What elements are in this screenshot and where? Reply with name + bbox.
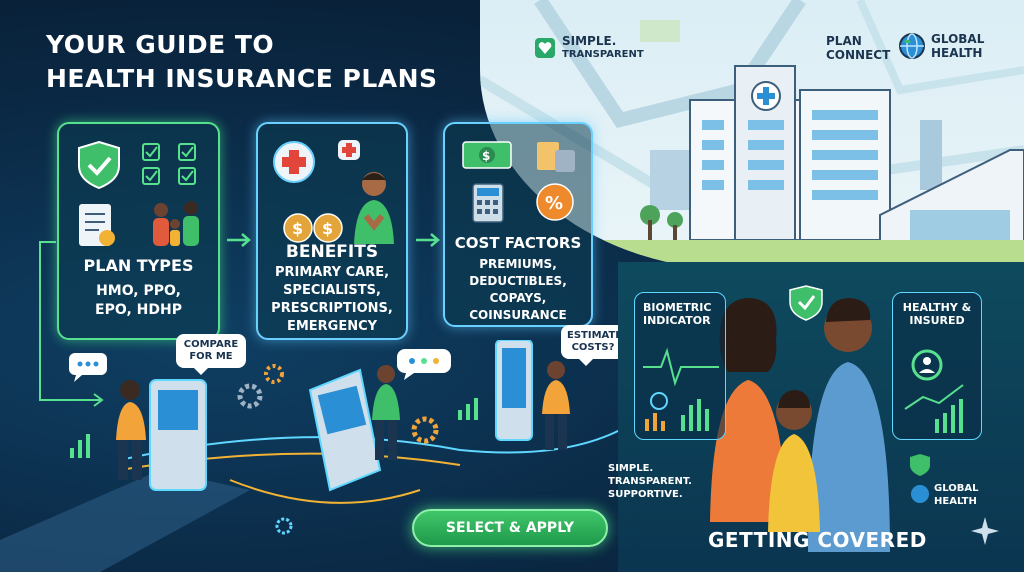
biometric-line-2: INDICATOR — [643, 314, 711, 327]
simple-brand-line-1: SIMPLE. — [562, 34, 617, 48]
svg-text:$: $ — [322, 219, 333, 238]
compare-line-1: COMPARE — [183, 339, 239, 350]
benefits-card: $ $ BENEFITS PRIMARY CARE, SPECIALISTS, … — [256, 122, 408, 340]
healthy-line-1: HEALTHY & — [902, 301, 972, 314]
footer-brand-line-1: GLOBAL — [934, 483, 979, 494]
simple-brand-line-2: TRANSPARENT — [562, 49, 644, 60]
tagline-line-2: TRANSPARENT. — [608, 476, 692, 487]
cost-factors-icon: $ % — [462, 141, 575, 223]
sparkle-icon — [971, 517, 999, 545]
benefits-line-1: PRIMARY CARE, — [274, 265, 390, 280]
tagline-line-3: SUPPORTIVE. — [608, 489, 683, 500]
flow-arrow-icon — [416, 233, 440, 247]
global-health-brand: GLOBAL HEALTH — [898, 32, 984, 60]
biometric-label: BIOMETRIC INDICATOR — [643, 301, 711, 327]
title-line-1: YOUR GUIDE TO — [46, 30, 275, 59]
healthy-line-2: INSURED — [909, 314, 965, 327]
benefits-line-2: SPECIALISTS, — [283, 283, 381, 298]
kiosk-scene-illustration — [0, 340, 621, 572]
family-illustration — [710, 285, 930, 552]
plan-types-line-1: HMO, PPO, — [96, 283, 181, 299]
flow-arrow-icon — [227, 233, 251, 247]
globe-icon — [899, 33, 925, 59]
benefits-icon: $ $ — [273, 140, 394, 244]
connector-line — [39, 241, 104, 407]
plan-types-line-2: EPO, HDHP — [95, 302, 182, 318]
cost-factors-line-3: COPAYS, — [489, 291, 547, 305]
heart-logo-icon — [535, 38, 555, 58]
plan-types-body: HMO, PPO, EPO, HDHP — [59, 282, 218, 320]
plan-brand-line-1: PLAN — [826, 34, 862, 48]
healthy-label: HEALTHY & INSURED — [893, 301, 981, 327]
biometric-line-1: BIOMETRIC — [643, 301, 712, 314]
svg-text:$: $ — [292, 219, 303, 238]
plan-brand-line-2: CONNECT — [826, 48, 891, 62]
svg-text:%: % — [545, 193, 563, 214]
cost-factors-body: PREMIUMS, DEDUCTIBLES, COPAYS, COINSURAN… — [445, 256, 591, 324]
footer-brand-line-2: HEALTH — [934, 496, 977, 507]
global-brand-line-2: HEALTH — [931, 46, 983, 60]
typing-bubble-icon — [397, 349, 451, 380]
estimate-line-2: COSTS? — [571, 342, 615, 353]
compare-line-2: FOR ME — [189, 351, 233, 362]
estimate-speech-bubble: ESTIMATE COSTS? — [561, 325, 625, 366]
health-stats-icon — [904, 349, 964, 433]
tagline: SIMPLE. TRANSPARENT. SUPPORTIVE. — [608, 462, 692, 501]
plan-types-icon — [78, 140, 199, 246]
plan-types-card: PLAN TYPES HMO, PPO, EPO, HDHP — [57, 122, 220, 340]
footer-global-health: GLOBAL HEALTH — [934, 482, 978, 508]
getting-covered-heading: GETTING COVERED — [708, 528, 927, 552]
biometric-panel: BIOMETRIC INDICATOR — [634, 292, 726, 440]
cost-factors-card: $ % COST FACTORS PREMIUMS, DEDUCTIBLES, … — [443, 122, 593, 327]
estimate-line-1: ESTIMATE — [567, 330, 623, 341]
benefits-line-4: EMERGENCY — [286, 319, 378, 334]
global-brand-line-1: GLOBAL — [931, 32, 985, 46]
cost-factors-heading: COST FACTORS — [454, 234, 582, 252]
benefits-line-3: PRESCRIPTIONS, — [271, 301, 393, 316]
cost-factors-line-2: DEDUCTIBLES, — [469, 274, 567, 288]
svg-text:$: $ — [482, 149, 490, 163]
heartbeat-chart-icon — [643, 347, 719, 431]
chat-bubble-icon — [69, 353, 107, 382]
healthy-insured-panel: HEALTHY & INSURED — [892, 292, 982, 440]
tagline-line-1: SIMPLE. — [608, 463, 654, 474]
title-line-2: HEALTH INSURANCE PLANS — [46, 64, 438, 93]
page-title: YOUR GUIDE TO HEALTH INSURANCE PLANS — [46, 28, 438, 96]
compare-speech-bubble: COMPARE FOR ME — [176, 334, 246, 375]
cost-factors-line-4: COINSURANCE — [469, 308, 567, 322]
plan-connect-brand: PLAN CONNECT — [826, 34, 890, 62]
plan-types-heading: PLAN TYPES — [83, 256, 194, 275]
cost-factors-line-1: PREMIUMS, — [479, 257, 557, 271]
select-apply-button[interactable]: SELECT & APPLY — [412, 509, 608, 547]
benefits-heading: BENEFITS — [285, 242, 379, 262]
benefits-body: PRIMARY CARE, SPECIALISTS, PRESCRIPTIONS… — [258, 264, 406, 336]
simple-transparent-brand: SIMPLE. TRANSPARENT — [534, 34, 644, 62]
